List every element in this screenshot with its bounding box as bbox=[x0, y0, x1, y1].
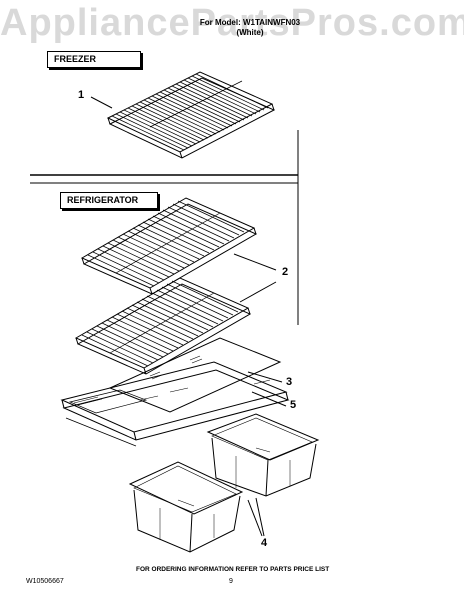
callout-5-leader bbox=[251, 391, 287, 407]
refrigerator-section-label: REFRIGERATOR bbox=[60, 192, 158, 209]
model-line: For Model: W1TAINWFN03 bbox=[199, 18, 301, 27]
callout-2-leader-lower bbox=[239, 281, 277, 303]
crisper-drawer-right bbox=[206, 413, 320, 497]
crisper-drawer-left bbox=[128, 461, 244, 553]
refrigerator-wire-shelf-upper bbox=[80, 197, 258, 295]
callout-3: 3 bbox=[286, 376, 293, 388]
freezer-wire-shelf bbox=[106, 71, 276, 159]
callout-1: 1 bbox=[78, 89, 85, 101]
callout-3-leader bbox=[247, 371, 283, 383]
crisper-cover-frame bbox=[60, 361, 290, 447]
callout-4-leader-left bbox=[247, 499, 263, 537]
callout-2: 2 bbox=[282, 266, 289, 278]
glass-crisper-cover bbox=[108, 337, 282, 413]
callout-4: 4 bbox=[261, 537, 268, 549]
page-number: 9 bbox=[229, 578, 233, 585]
watermark: AppliancePartsPros.com bbox=[0, 2, 464, 44]
title-block: For Model: W1TAINWFN03 (White) bbox=[150, 18, 350, 38]
callout-2-leader-upper bbox=[233, 253, 277, 271]
ordering-info-text: FOR ORDERING INFORMATION REFER TO PARTS … bbox=[136, 566, 330, 573]
document-number: W10506667 bbox=[26, 578, 64, 585]
freezer-section-label: FREEZER bbox=[47, 51, 141, 68]
callout-4-leader-right bbox=[255, 497, 265, 537]
color-line: (White) bbox=[236, 28, 264, 37]
refrigerator-wire-shelf-lower bbox=[74, 277, 252, 375]
callout-1-leader bbox=[90, 96, 113, 109]
callout-5: 5 bbox=[290, 399, 297, 411]
